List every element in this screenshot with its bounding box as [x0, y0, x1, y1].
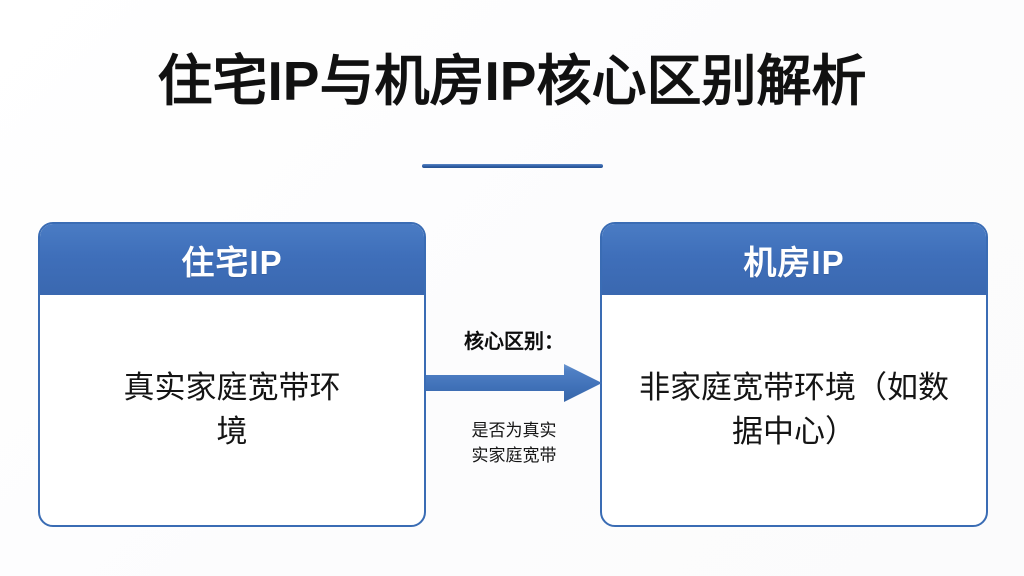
title-divider: [422, 164, 603, 168]
card-header-residential-ip: 住宅IP: [40, 224, 424, 295]
right-arrow-icon: [426, 364, 602, 402]
card-header-label: 机房IP: [743, 243, 845, 281]
card-body-label: 真实家庭宽带环境: [123, 370, 341, 449]
connector-subtext: 是否为真实 实家庭宽带: [426, 418, 602, 468]
connector-subtext-line1: 是否为真实: [471, 421, 557, 440]
connector-label: 核心区别：: [464, 331, 564, 353]
card-datacenter-ip[interactable]: 机房IP 非家庭宽带环境（如数据中心）: [600, 222, 988, 527]
card-body-label: 非家庭宽带环境（如数据中心）: [639, 370, 949, 449]
card-residential-ip[interactable]: 住宅IP 真实家庭宽带环境: [38, 222, 426, 527]
card-header-label: 住宅IP: [181, 243, 283, 281]
connector-subtext-line2: 实家庭宽带: [471, 446, 557, 465]
card-body-residential-ip: 真实家庭宽带环境: [40, 295, 424, 525]
card-body-datacenter-ip: 非家庭宽带环境（如数据中心）: [602, 295, 986, 525]
page-title: 住宅IP与机房IP核心区别解析: [157, 50, 867, 112]
card-header-datacenter-ip: 机房IP: [602, 224, 986, 295]
